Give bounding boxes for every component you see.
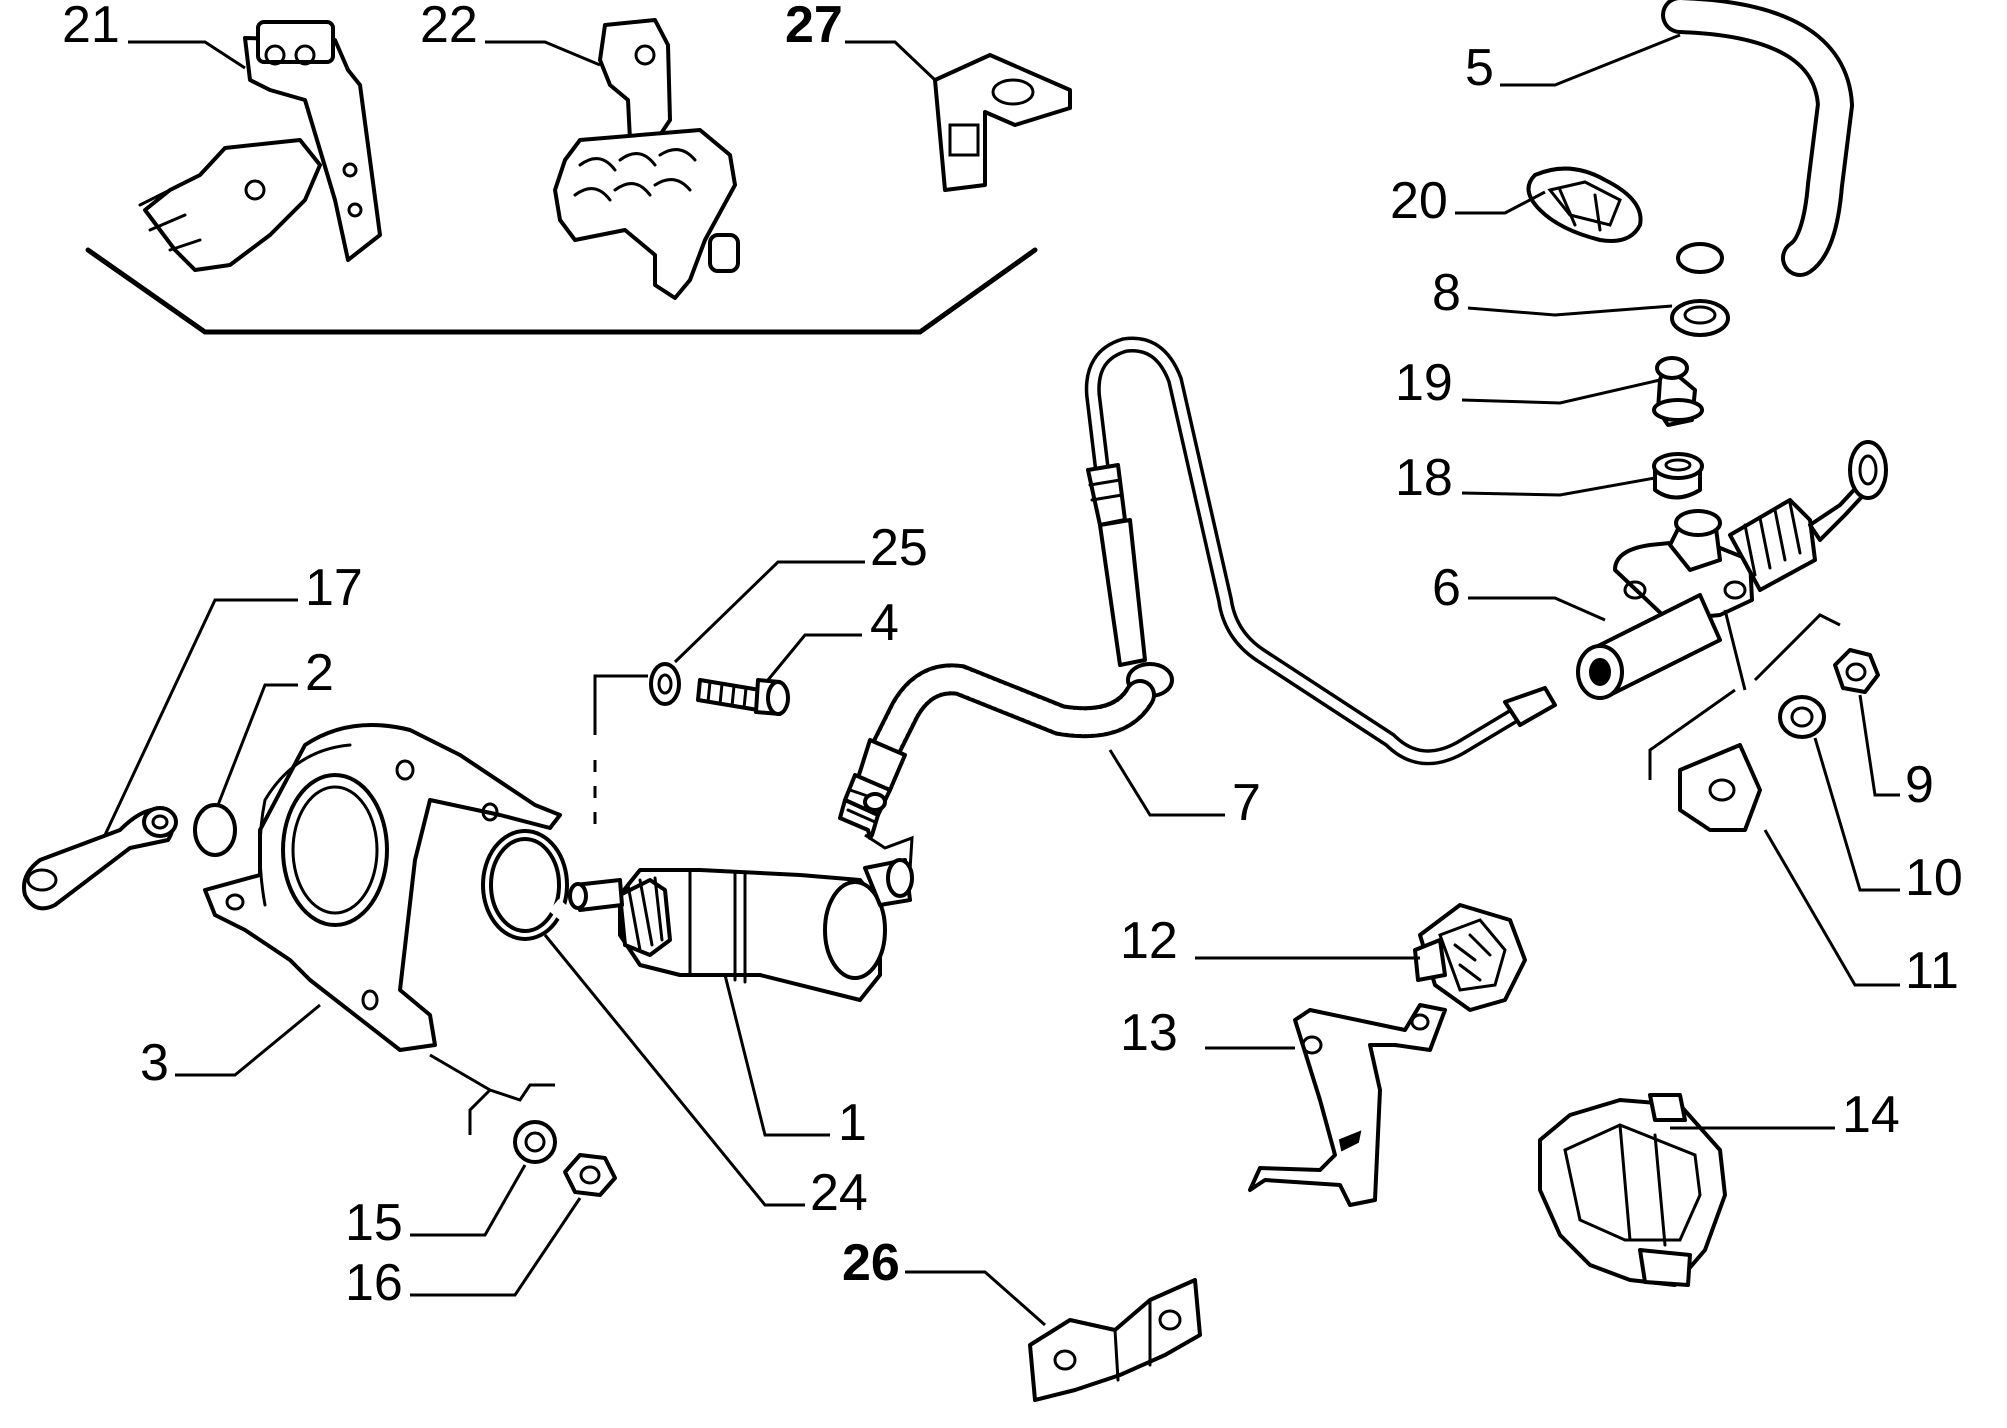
callout-number-20: 20: [1390, 172, 1448, 230]
callout-number-11: 11: [1905, 942, 1959, 1000]
part-12-connector: [1413, 903, 1527, 1012]
part-14-cover: [1538, 1093, 1727, 1287]
callout-12: 12: [1120, 912, 1420, 970]
callout-number-18: 18: [1395, 449, 1453, 507]
callout-number-12: 12: [1120, 912, 1178, 970]
part-17-lever: [22, 806, 178, 911]
part-15-washer: [513, 1120, 557, 1164]
part-21-bracket: [138, 20, 382, 272]
part-20-clamp: [1526, 166, 1643, 243]
callout-5: 5: [1465, 33, 1681, 97]
callout-number-17: 17: [305, 559, 363, 617]
part-24-circlip: [481, 829, 572, 941]
callout-13: 13: [1120, 1004, 1295, 1062]
callout-15: 15: [345, 1164, 527, 1252]
callout-number-10: 10: [1905, 849, 1963, 907]
part-22-bracket: [553, 18, 740, 300]
callout-number-16: 16: [345, 1254, 403, 1312]
callout-number-9: 9: [1905, 756, 1934, 814]
part-25-washer: [649, 662, 681, 706]
part-16-nut: [563, 1153, 617, 1197]
callout-25: 25: [673, 519, 928, 664]
inset-frame: [85, 247, 1038, 335]
callout-16: 16: [345, 1197, 582, 1312]
callout-number-7: 7: [1232, 774, 1261, 832]
callout-number-3: 3: [140, 1034, 169, 1092]
callout-number-1: 1: [838, 1094, 867, 1152]
callout-22: 22: [420, 0, 601, 67]
callout-18: 18: [1395, 449, 1656, 507]
callout-21: 21: [62, 0, 246, 70]
callout-19: 19: [1395, 354, 1661, 412]
hose-dash-link: [864, 833, 914, 871]
callout-2: 2: [216, 644, 334, 806]
callout-number-15: 15: [345, 1194, 403, 1252]
part-5-hose: [1661, 0, 1855, 277]
part-26-bracket: [1028, 1278, 1202, 1402]
part-13-bracket: [1248, 1003, 1447, 1207]
part-11-plate: [1678, 743, 1762, 832]
callout-11: 11: [1763, 829, 1959, 1000]
callout-number-14: 14: [1842, 1086, 1900, 1144]
callout-number-8: 8: [1432, 264, 1461, 322]
callout-number-2: 2: [305, 644, 334, 702]
callout-number-26: 26: [842, 1234, 900, 1292]
part-10-washer: [1778, 695, 1826, 739]
part-2-ring: [193, 803, 237, 857]
callout-9: 9: [1858, 694, 1934, 814]
part-8-clip: [1670, 299, 1730, 337]
part-7-flexible-hose: [838, 463, 1174, 840]
callout-14: 14: [1670, 1086, 1900, 1144]
bracket-dash-link: [429, 1053, 555, 1135]
callout-10: 10: [1813, 737, 1963, 907]
part-27-bracket: [933, 53, 1072, 192]
part-rigid-pipe: [1084, 336, 1557, 766]
part-19-connector: [1652, 356, 1704, 427]
callout-number-25: 25: [870, 519, 928, 577]
callout-number-22: 22: [420, 0, 478, 54]
callout-20: 20: [1390, 172, 1546, 230]
callout-number-6: 6: [1432, 559, 1461, 617]
callout-24: 24: [543, 934, 868, 1222]
part-9-nut: [1833, 648, 1880, 694]
callout-4: 4: [766, 594, 899, 681]
callout-number-5: 5: [1465, 39, 1494, 97]
callout-26: 26: [842, 1234, 1046, 1327]
callout-7: 7: [1108, 749, 1261, 832]
part-6-master-cylinder: [1576, 440, 1888, 700]
callout-number-4: 4: [870, 594, 899, 652]
callout-number-13: 13: [1120, 1004, 1178, 1062]
mounting-bracket-lines: [1648, 609, 1841, 780]
callout-6: 6: [1432, 559, 1606, 622]
callout-number-19: 19: [1395, 354, 1453, 412]
part-3-mounting-plate: [203, 723, 562, 1052]
callout-27: 27: [785, 0, 937, 82]
callout-number-27: 27: [785, 0, 843, 54]
callout-3: 3: [140, 1003, 321, 1092]
callout-17: 17: [103, 559, 363, 836]
part-4-bolt: [696, 678, 790, 716]
callout-number-24: 24: [810, 1164, 868, 1222]
washer-dash-link: [593, 674, 648, 835]
part-18-grommet: [1652, 452, 1704, 500]
callout-8: 8: [1432, 264, 1673, 322]
callout-number-21: 21: [62, 0, 120, 54]
callout-1: 1: [723, 974, 867, 1152]
part-1-slave-cylinder: [568, 858, 914, 1002]
